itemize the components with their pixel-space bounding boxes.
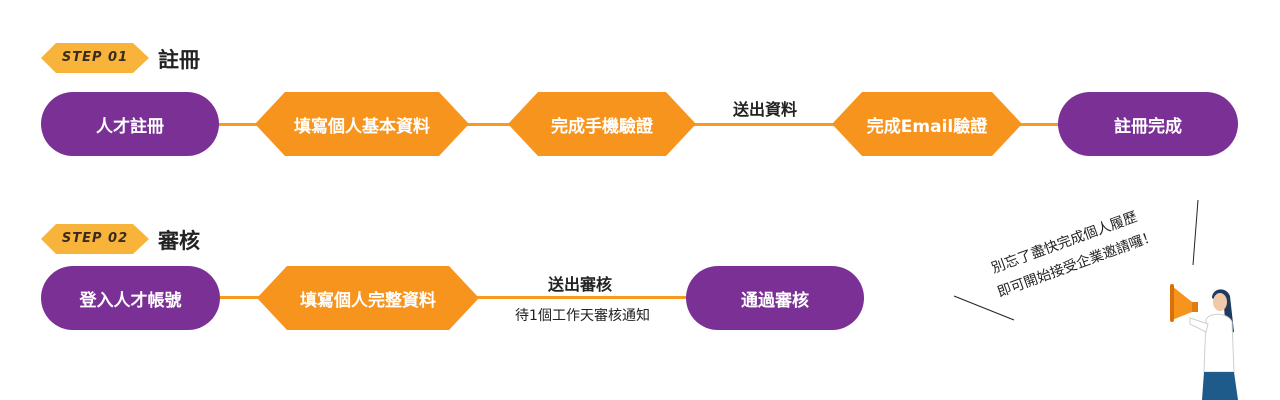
step-01-badge: STEP 01 (41, 43, 149, 73)
node-email-verify: 完成Email驗證 (832, 92, 1022, 156)
node-fill-basic-info: 填寫個人基本資料 (255, 92, 469, 156)
speech-lines (953, 199, 1199, 321)
node-phone-verify: 完成手機驗證 (508, 92, 696, 156)
node-talent-register: 人才註冊 (41, 92, 219, 156)
speech-line (953, 295, 1015, 321)
edge-sub-review-notice: 待1個工作天審核通知 (515, 308, 650, 324)
node-register-complete: 註冊完成 (1058, 92, 1238, 156)
megaphone-icon (1170, 284, 1198, 322)
speech-line (1192, 199, 1199, 266)
edge-label-send-data: 送出資料 (732, 100, 797, 119)
step-01-title: 註冊 (158, 48, 200, 72)
step-02-badge: STEP 02 (41, 224, 149, 254)
node-review-passed: 通過審核 (686, 266, 864, 330)
node-login-account: 登入人才帳號 (41, 266, 220, 330)
edge-label-send-review: 送出審核 (547, 275, 612, 294)
step-02-title: 審核 (158, 229, 200, 253)
person-illustration (1170, 284, 1238, 400)
node-fill-full-info: 填寫個人完整資料 (257, 266, 479, 330)
